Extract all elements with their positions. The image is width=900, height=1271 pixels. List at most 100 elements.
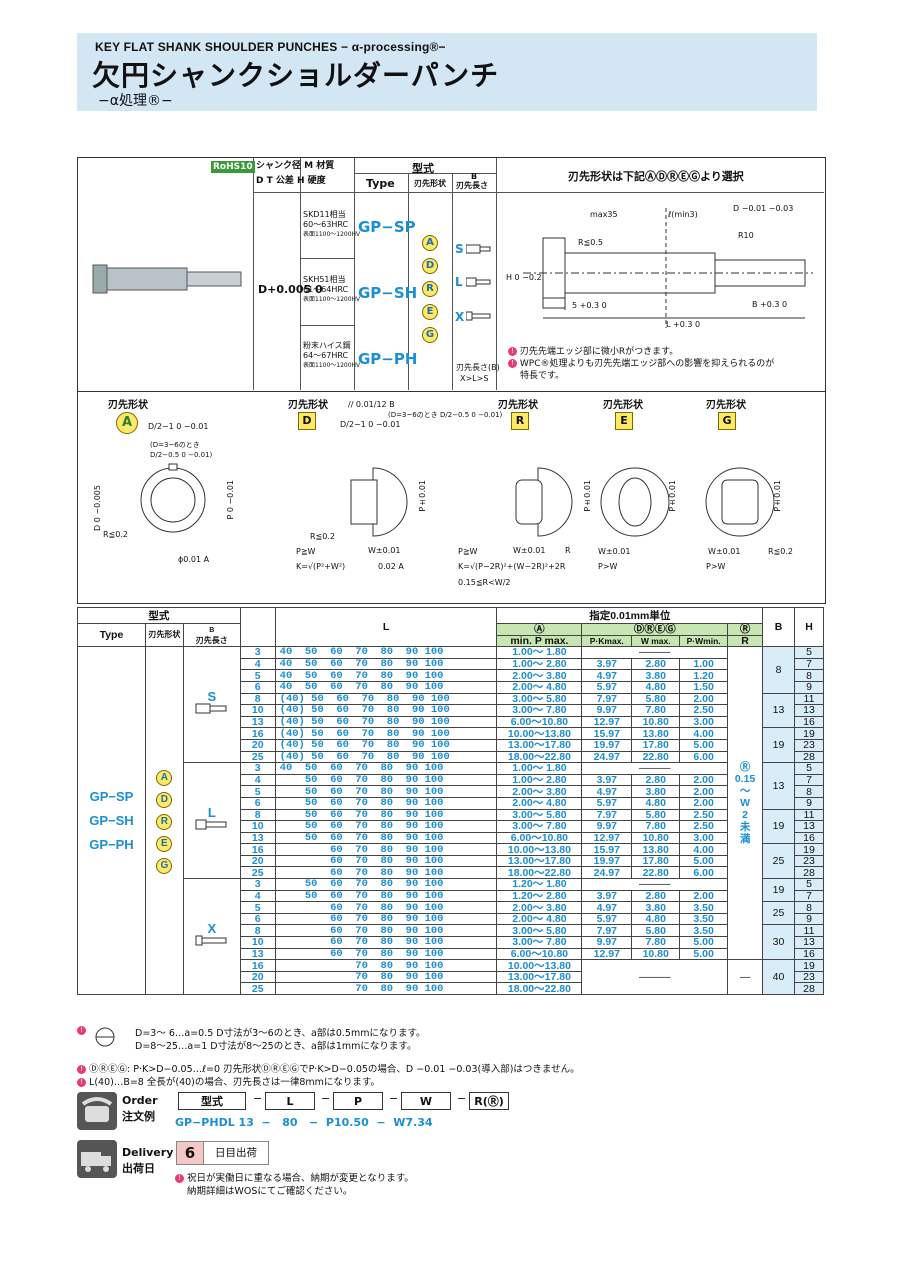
d-cell: 13 [239,947,276,961]
d-cell: 4 [239,657,276,671]
order-col-r: R(Ⓡ) [469,1092,509,1110]
h-cell: 28 [793,750,825,764]
h-cell: 19 [793,727,825,740]
pw-cell: 1.20 [679,669,729,682]
note-1a: D=3〜 6…a=0.5 D寸法が3〜6のとき、a部は0.5mmになります。 [135,1028,426,1039]
d-cell: 16 [239,727,276,740]
w-cell: 2.80 [631,889,681,903]
w-cell: 10.80 [631,947,681,961]
h-cell: 8 [793,669,825,682]
h-cell: 23 [793,738,825,752]
dim-max35: max35 [590,210,618,219]
h-cell: 7 [793,889,825,903]
shape-r-drawing [515,467,573,537]
dreg-empty: ——— [581,878,729,891]
b-cell: 25 [762,843,795,880]
d-cell: 4 [239,773,276,787]
a-cell: 6.00〜10.80 [496,947,583,961]
w-cell: 4.80 [631,796,681,810]
a-cell: 6.00〜10.80 [496,831,583,845]
a-cell: 1.00〜 2.80 [496,657,583,671]
order-col-type: 型式 [178,1092,246,1110]
h-cell: 11 [793,924,825,938]
l-cell: 50 60 70 80 90 100 [274,820,498,833]
h-cell: 9 [793,796,825,810]
order-phone-icon [77,1092,117,1130]
l-cell: 50 60 70 80 90 100 [274,796,498,810]
l-cell: 50 60 70 80 90 100 [274,773,498,787]
th-r: Ⓡ [727,623,764,636]
d-cell: 6 [239,796,276,810]
h-cell: 7 [793,657,825,671]
pw-cell: 2.00 [679,889,729,903]
a-cell: 1.00〜 1.80 [496,646,583,659]
delivery-days-label: 日目出荷 [203,1141,269,1165]
shape-r-badge: R [511,412,529,430]
a-cell: 2.00〜 4.80 [496,680,583,694]
dim-h-tol: H 0 −0.2 [506,273,542,282]
w-cell: 2.80 [631,657,681,671]
h-cell: 11 [793,808,825,822]
delivery-label-en: Delivery [122,1146,174,1159]
pk-cell: 9.97 [581,936,633,949]
b-cell: 13 [762,762,795,810]
pk-cell: 7.97 [581,924,633,938]
r-note-3: W±0.01 [513,546,546,555]
l-cell: (40) 50 60 70 80 90 100 [274,704,498,717]
shape-g-drawing [705,467,775,537]
shape-g-badge: G [718,412,736,430]
d-cell: 6 [239,680,276,694]
pw-cell: 1.50 [679,680,729,694]
l-cell: 60 70 80 90 100 [274,947,498,961]
pw-cell: 6.00 [679,750,729,764]
a-cell: 2.00〜 4.80 [496,796,583,810]
pw-cell: 2.50 [679,704,729,717]
b-cell: 25 [762,901,795,926]
shape-e-badge: E [615,412,633,430]
order-dash-1: − [253,1092,263,1105]
w-cell: 3.80 [631,785,681,798]
b-cell: 8 [762,646,795,694]
a-note-4: ϕ0.01 A [178,555,210,564]
th-unit: 指定0.01mm単位 [496,607,764,624]
b-cell: 19 [762,808,795,845]
d-cell: 4 [239,889,276,903]
dreg-empty: ——— [581,959,729,995]
delivery-note-2: 納期詳細はWOSにてご確認ください。 [187,1186,353,1197]
len-icon [195,935,227,946]
a-cell: 3.00〜 5.80 [496,692,583,706]
d-cell: 8 [239,924,276,938]
delivery-note-1: ! 祝日が実働日に重なる場合、納期が変更となります。 [175,1170,414,1184]
dim-r10: R10 [738,231,754,240]
pk-cell: 24.97 [581,866,633,880]
shape-d-badge: D [298,412,316,430]
pw-cell: 4.00 [679,727,729,740]
h-cell: 13 [793,936,825,949]
w-cell: 10.80 [631,715,681,729]
h-cell: 5 [793,646,825,659]
spec-box: RoHS10 シャンク径 M 材質 D T 公差 H 硬度 型式 Type 刃先… [77,157,826,392]
pk-cell: 3.97 [581,773,633,787]
len-note-2: X>L>S [460,374,489,383]
pk-cell: 9.97 [581,820,633,833]
b-cell: 40 [762,959,795,995]
a-cell: 10.00〜13.80 [496,727,583,740]
b-cell: 19 [762,878,795,903]
l-cell: 70 80 90 100 [274,970,498,984]
len-cell: L [182,762,241,880]
d-note-2: (D=3~6のとき D/2−0.5 0 −0.01) [388,411,503,419]
shape-d-icon: D [422,258,438,274]
title-en: KEY FLAT SHANK SHOULDER PUNCHES − α-proc… [95,40,446,54]
order-dash-3: − [389,1092,399,1105]
